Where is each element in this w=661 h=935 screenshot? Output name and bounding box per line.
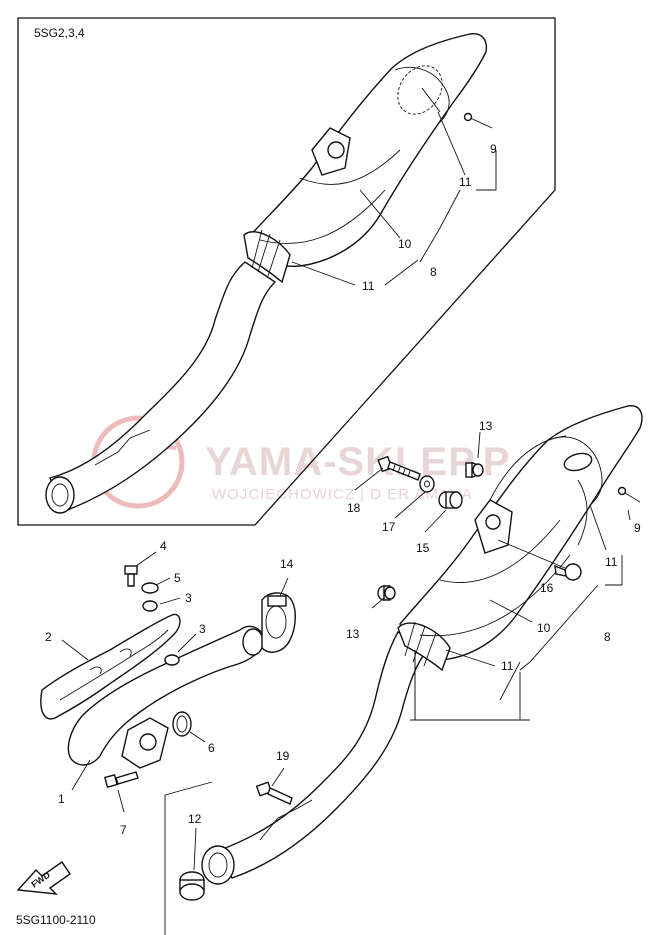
inset-muffler-body [247,33,488,268]
gasket-inner [176,715,188,733]
callout-7: 7 [120,823,127,837]
inset-frame [17,17,556,526]
bush-15 [438,491,463,509]
callout-3-lower: 3 [199,622,206,636]
inset-endcap [397,65,443,115]
washer-17 [419,475,435,493]
callout-10-main: 10 [537,621,551,635]
callout-14: 14 [280,557,294,571]
callout-11-inset-b: 11 [362,279,375,293]
watermark: YAMA-SKLEP.P WOJCIECHOWICZ | D ER AMAHA [91,415,510,509]
washer-5 [141,582,159,594]
muffler-seam [439,519,561,583]
callout-2: 2 [45,630,52,644]
inset-seam-lower [259,189,386,244]
muffler-endcap-rim [554,436,603,506]
callout-13-lower: 13 [346,627,360,641]
inset-pipe [49,261,277,513]
callout-10-inset: 10 [398,237,412,251]
variant-inset: 5SG2,3,4 [17,17,556,526]
collar-3-lower [164,654,180,666]
callout-12: 12 [188,812,202,826]
pipe-clamp [261,592,296,653]
callout-6: 6 [208,741,215,755]
callout-13-upper: 13 [479,419,493,433]
muffler-pipe [219,631,430,879]
heat-protector-slots [89,648,132,675]
bolt-7 [104,771,139,788]
heat-protector-inner [59,629,169,701]
pipe-clamp-bolt [267,595,287,607]
callout-11-main-a: 11 [605,555,618,569]
callout-8-inset: 8 [430,265,437,279]
inset-bracket-hole [327,141,345,159]
inset-pipe-end [45,476,75,514]
collar-13-lower [377,585,396,601]
inset-endcap-rim [394,66,450,125]
muffler-pipe-guard [259,799,313,841]
muffler-seam-lower [419,554,571,637]
screw-9 [617,486,641,503]
muffler-bracket-hole [485,514,501,530]
callout-16: 16 [540,581,554,595]
collar-13-upper [465,462,484,478]
callout-9-inset: 9 [490,142,497,156]
callout-11-inset-a: 11 [459,175,472,189]
callout-19: 19 [276,749,290,763]
inset-seam [299,149,401,185]
callout-17: 17 [382,520,396,534]
watermark-title: YAMA-SKLEP.P [205,440,510,484]
inset-leaders [291,87,497,286]
exhaust-flange-hole [139,733,157,751]
muffler-pipe-end-inner [208,852,228,878]
callout-9-main: 9 [634,521,641,535]
inset-pipe-guard [94,429,151,466]
callout-11-main-b: 11 [501,659,514,673]
inset-inlet-ribs [251,229,281,277]
main-leaders [354,431,631,721]
callout-15: 15 [416,541,430,555]
callout-3-upper: 3 [185,591,192,605]
muffler-assembly-main [201,405,643,885]
muffler-pipe-end [201,845,235,885]
gasket [172,711,192,737]
diagram-code: 5SG1100-2110 [16,913,96,927]
exhaust-pipe [67,625,266,766]
watermark-subtitle: WOJCIECHOWICZ | D ER AMAHA [212,486,473,503]
muffler-hardware [377,455,641,601]
exhaust-pipe-outlet [242,628,264,656]
bolt-16 [554,563,582,581]
bolt-4 [124,565,138,587]
bolt-19 [255,781,293,805]
gasket-12 [179,871,205,901]
header-leaders [61,551,289,871]
callout-18: 18 [347,501,361,515]
variant-label: 5SG2,3,4 [34,26,85,40]
inset-pipe-end-inner [51,483,69,507]
bolt-18 [377,455,421,481]
callout-8-main: 8 [604,630,611,644]
fwd-arrow: FWD [16,861,71,895]
muffler-assembly-inset [45,33,493,514]
fwd-arrow-icon [16,861,71,895]
inset-screw-head [463,112,473,122]
header-pipe-assembly [40,565,296,901]
collar-3-upper [142,600,158,612]
heat-protector [40,613,181,720]
callout-5: 5 [174,571,181,585]
callout-1: 1 [58,792,65,806]
callout-4: 4 [160,539,167,553]
muffler-outlet [563,452,593,472]
main-frame-lines [164,650,530,935]
